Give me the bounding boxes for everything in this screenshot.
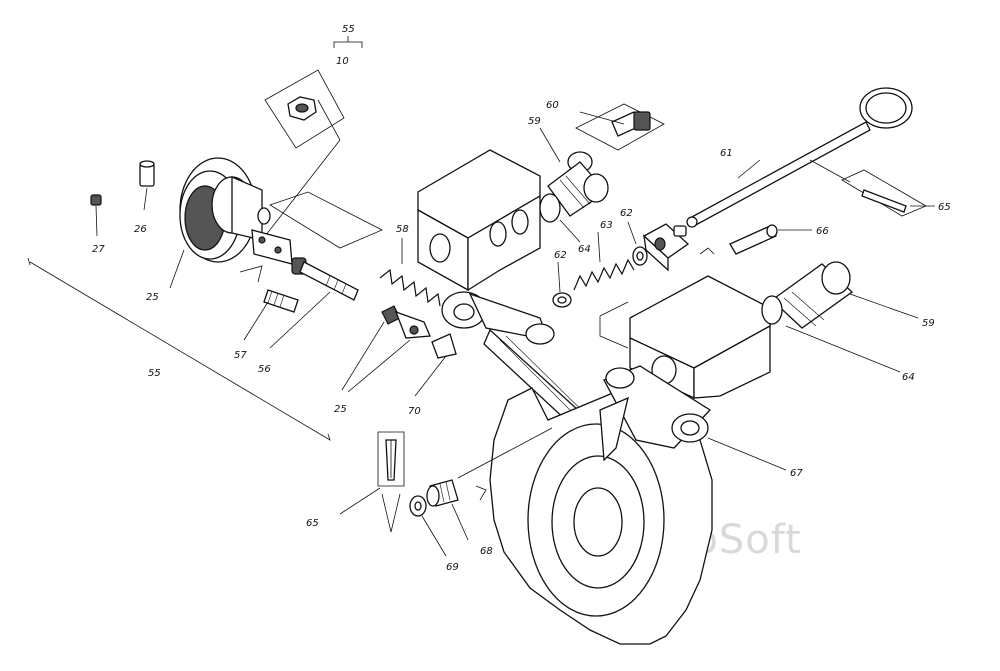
label-64-right: 64 (902, 372, 915, 383)
washer-62-b (627, 221, 648, 266)
bracket-55-left (27, 257, 331, 441)
label-57: 57 (234, 350, 247, 361)
link-67 (599, 365, 787, 471)
screw-27 (90, 194, 102, 237)
label-64-top: 64 (578, 244, 591, 255)
nut-10 (261, 69, 345, 241)
washer-62-a (552, 261, 572, 308)
label-27: 27 (92, 244, 105, 255)
bolt-60 (575, 103, 665, 151)
label-59-top: 59 (528, 116, 541, 127)
stud-56 (269, 257, 359, 349)
label-25-wheel: 25 (146, 292, 159, 303)
bushing-59-top (539, 127, 609, 243)
housing-block-left (417, 149, 541, 292)
label-26: 26 (134, 224, 147, 235)
label-25-fork: 25 (334, 404, 347, 415)
label-58: 58 (396, 224, 409, 235)
bracket-55-top (333, 36, 363, 48)
bushing-68 (426, 427, 553, 541)
callout-labels: 55 10 26 27 25 55 57 56 58 25 70 60 59 6… (92, 24, 951, 573)
label-65-bottom: 65 (306, 518, 319, 529)
label-10: 10 (336, 56, 349, 67)
spring-63 (573, 231, 635, 291)
washer-69 (409, 495, 447, 557)
spring-58 (379, 238, 441, 307)
pin-66 (699, 224, 812, 255)
fork-25 (341, 305, 431, 393)
bushing-59-right (761, 261, 919, 373)
label-62-b: 62 (620, 208, 633, 219)
sprocket-wheel (489, 379, 713, 645)
label-68: 68 (480, 546, 493, 557)
label-61: 61 (720, 148, 733, 159)
label-67: 67 (790, 468, 803, 479)
cotter-pin-65-bottom (339, 431, 405, 533)
cotter-pin-65-top (809, 159, 935, 217)
label-62-a: 62 (554, 250, 567, 261)
label-66: 66 (816, 226, 829, 237)
housing-block-right (599, 275, 771, 400)
lock-block (642, 223, 690, 272)
label-70: 70 (408, 406, 421, 417)
label-55-left: 55 (148, 368, 161, 379)
label-60: 60 (546, 100, 559, 111)
label-69: 69 (446, 562, 459, 573)
label-56: 56 (258, 364, 271, 375)
label-59-right: 59 (922, 318, 935, 329)
label-65-top: 65 (938, 202, 951, 213)
drum-25 (169, 157, 271, 289)
label-63: 63 (600, 220, 613, 231)
stud-57 (243, 289, 299, 341)
rod-61 (686, 87, 913, 228)
spacer-26 (139, 160, 155, 211)
label-55-top: 55 (342, 24, 355, 35)
